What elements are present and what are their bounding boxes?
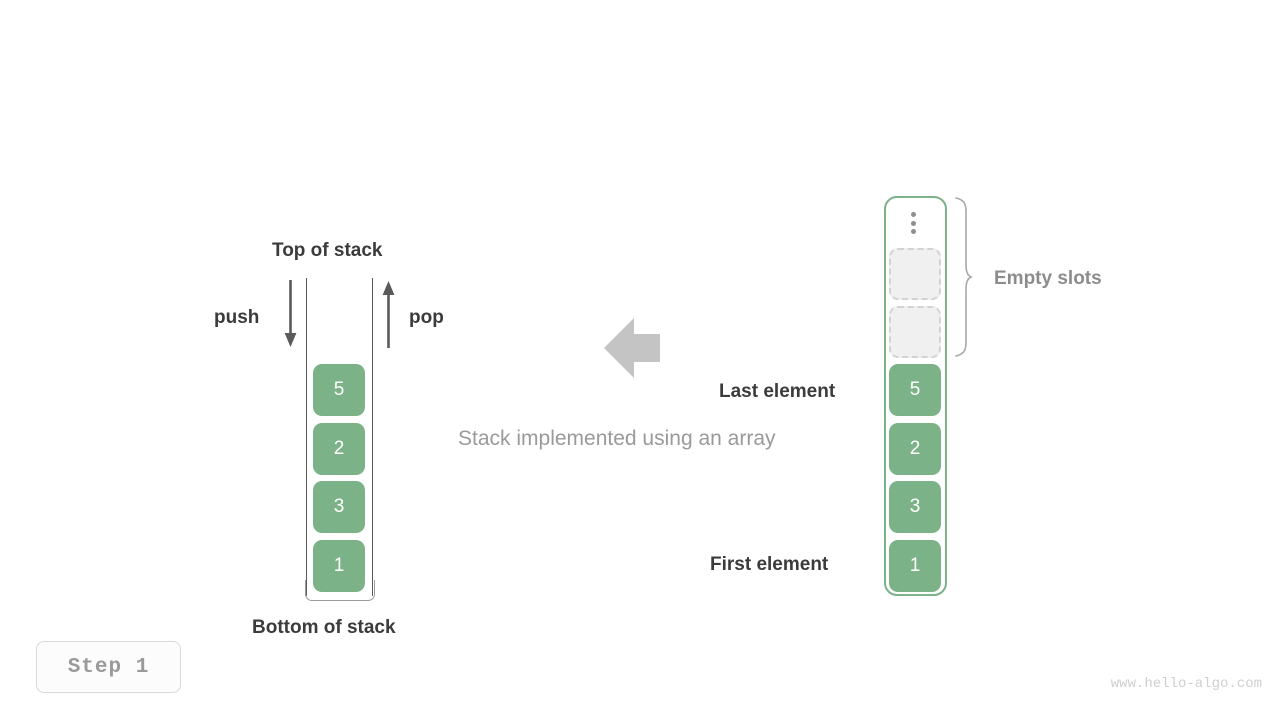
- array-empty-slot: [889, 248, 941, 300]
- stack-left-wall: [306, 278, 307, 596]
- pop-arrow-icon: [382, 281, 395, 348]
- arrow-left-icon: [604, 318, 660, 378]
- empty-slots-brace: [955, 197, 973, 357]
- stack-cell: 2: [313, 423, 365, 475]
- diagram-caption: Stack implemented using an array: [458, 427, 776, 450]
- array-cell: 3: [889, 481, 941, 533]
- vertical-ellipsis-icon: [911, 212, 916, 234]
- stack-cell: 3: [313, 481, 365, 533]
- stack-cell: 5: [313, 364, 365, 416]
- top-of-stack-label: Top of stack: [272, 240, 383, 261]
- bottom-of-stack-label: Bottom of stack: [252, 617, 396, 638]
- first-element-label: First element: [710, 554, 829, 575]
- pop-label: pop: [409, 307, 444, 328]
- push-arrow-icon: [284, 280, 297, 347]
- push-label: push: [214, 307, 260, 328]
- array-cell: 5: [889, 364, 941, 416]
- array-frame: [884, 196, 947, 596]
- step-badge: Step 1: [36, 641, 181, 693]
- array-cell: 1: [889, 540, 941, 592]
- empty-slots-label: Empty slots: [994, 268, 1102, 289]
- stack-right-wall: [372, 278, 373, 596]
- stack-bottom-curve: [305, 580, 375, 601]
- last-element-label: Last element: [719, 381, 836, 402]
- array-empty-slot: [889, 306, 941, 358]
- watermark: www.hello-algo.com: [1110, 676, 1262, 692]
- stack-cell: 1: [313, 540, 365, 592]
- array-cell: 2: [889, 423, 941, 475]
